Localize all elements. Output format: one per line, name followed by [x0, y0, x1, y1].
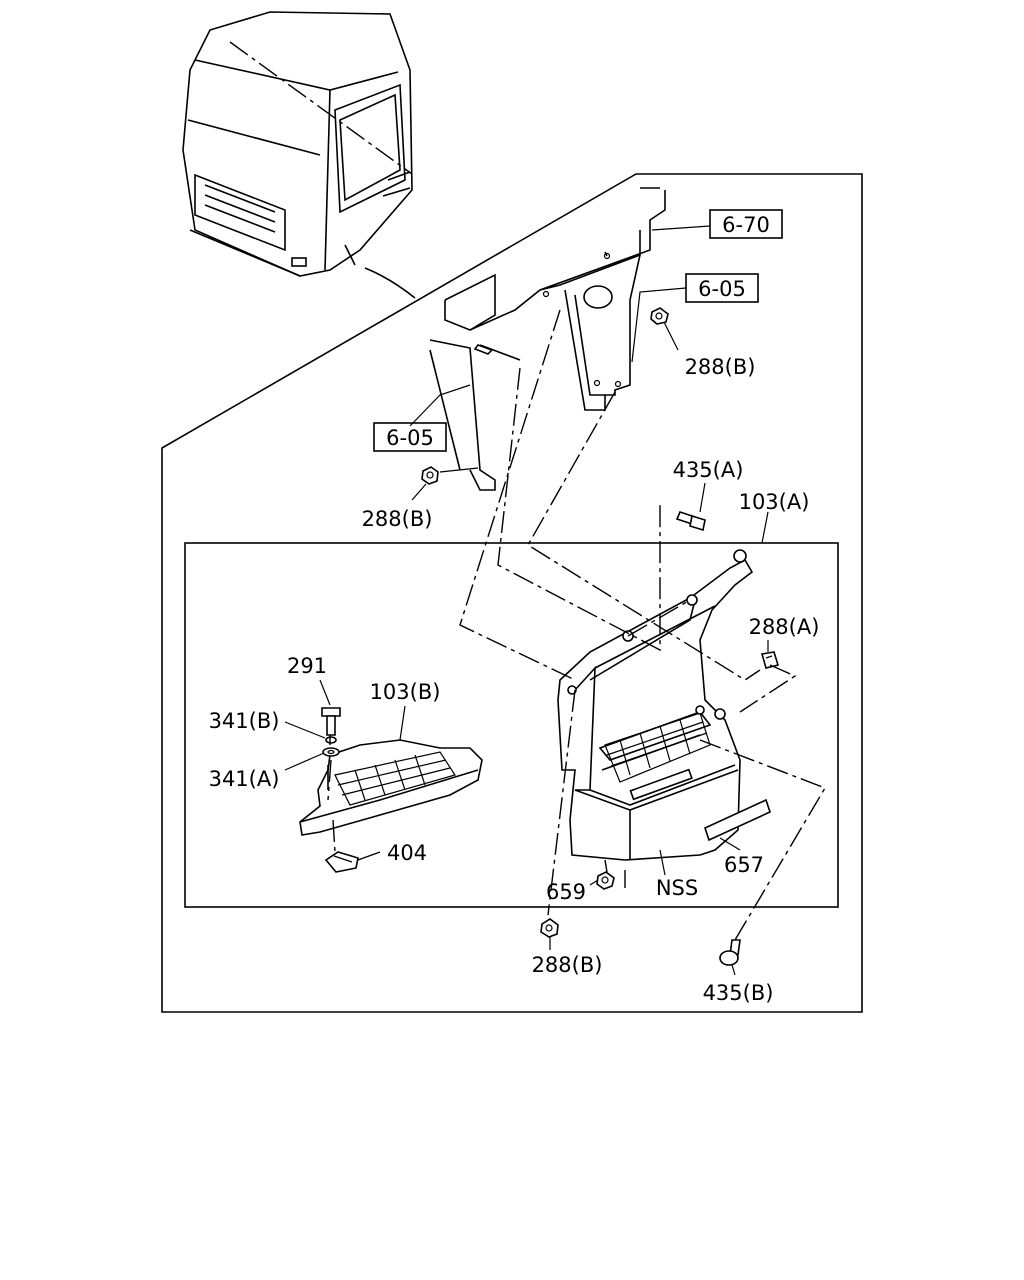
label-288b-left: 288(B) [362, 507, 433, 531]
step-detail-box [184, 542, 839, 908]
bolt-435a [675, 511, 706, 532]
assembly-lines [229, 41, 827, 941]
nut-288b-bottom [540, 918, 559, 938]
step-103b [299, 739, 483, 836]
clip-404 [324, 851, 359, 873]
label-435b: 435(B) [703, 981, 774, 1005]
label-103b: 103(B) [370, 680, 441, 704]
washer-341b [325, 736, 337, 744]
nut-288b-left [421, 466, 439, 485]
label-291: 291 [287, 654, 327, 678]
ref-box-6-05-left: 6-05 [373, 422, 447, 452]
label-288b-top: 288(B) [685, 355, 756, 379]
bolt-435b [719, 939, 741, 966]
label-435a: 435(A) [673, 458, 744, 482]
strip-657 [704, 798, 771, 842]
nut-659 [596, 871, 615, 890]
leader-lines [284, 225, 769, 976]
ref-6-70-label: 6-70 [722, 213, 770, 237]
bolt-small-top [473, 344, 494, 355]
ref-box-6-70: 6-70 [709, 209, 783, 239]
truck-cab-illustration [182, 11, 416, 299]
label-659: 659 [546, 880, 586, 904]
label-nss: NSS [656, 876, 698, 900]
nut-288b-top [650, 307, 669, 325]
step-assembly-103a [557, 549, 754, 861]
washer-341a [322, 747, 340, 757]
ref-box-6-05-right: 6-05 [685, 273, 759, 303]
bolt-291 [321, 707, 341, 736]
label-341b: 341(B) [209, 709, 280, 733]
clip-288a [760, 651, 780, 669]
label-341a: 341(A) [209, 767, 280, 791]
label-103a: 103(A) [739, 490, 810, 514]
label-288b-bottom: 288(B) [532, 953, 603, 977]
label-657: 657 [724, 853, 764, 877]
frame-bracket-part [429, 190, 666, 491]
main-frame [161, 173, 863, 1013]
label-404: 404 [387, 841, 427, 865]
ref-6-05-left-label: 6-05 [386, 426, 434, 450]
label-288a: 288(A) [749, 615, 820, 639]
ref-6-05-right-label: 6-05 [698, 277, 746, 301]
